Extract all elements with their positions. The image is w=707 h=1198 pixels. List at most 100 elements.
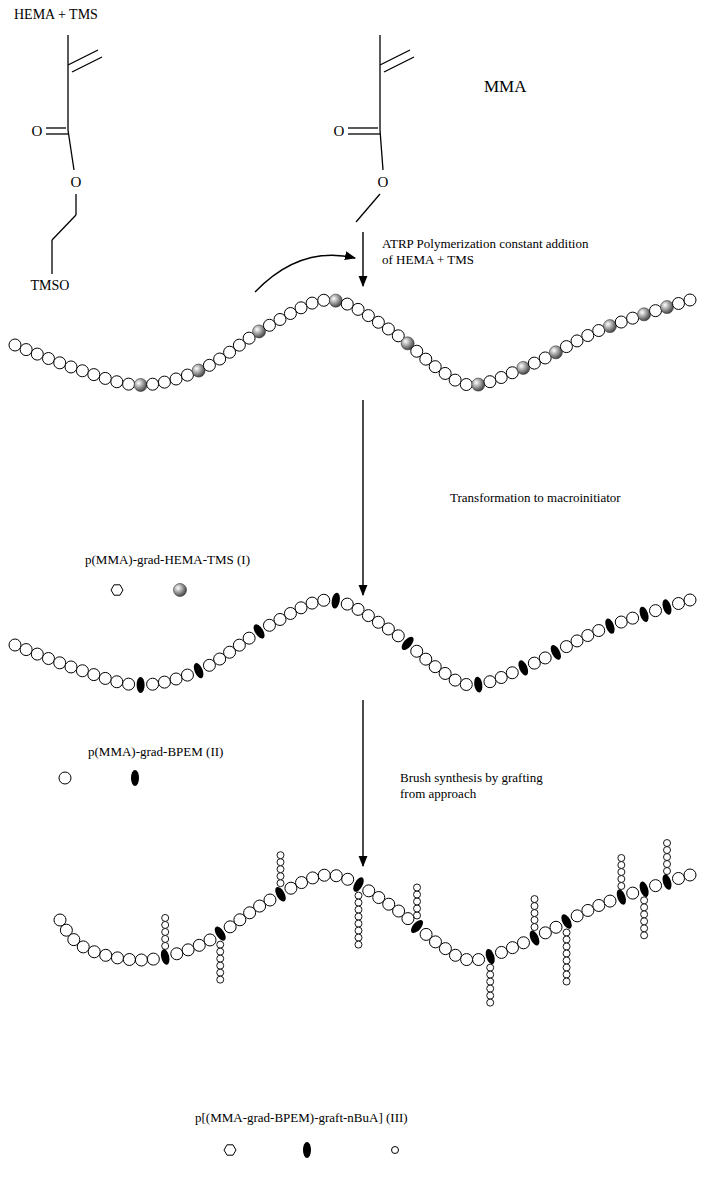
mma-unit bbox=[295, 302, 307, 314]
mma-unit bbox=[484, 676, 496, 688]
nbua-unit bbox=[563, 936, 570, 943]
mma-unit bbox=[582, 904, 594, 916]
nbua-unit bbox=[487, 999, 494, 1006]
mma-unit bbox=[54, 657, 66, 669]
bpem-unit bbox=[484, 948, 497, 966]
nbua-unit bbox=[664, 847, 671, 854]
hema-structure bbox=[46, 35, 102, 274]
mma-unit bbox=[392, 630, 404, 642]
mma-unit bbox=[560, 641, 572, 653]
mma-unit bbox=[672, 597, 684, 609]
nbua-unit bbox=[162, 928, 169, 935]
bpem-unit bbox=[615, 888, 628, 906]
nbua-unit bbox=[414, 905, 421, 912]
nbua-unit bbox=[217, 976, 224, 983]
bpem-unit bbox=[661, 598, 673, 616]
mma-unit bbox=[135, 954, 147, 966]
nbua-unit bbox=[277, 852, 284, 859]
atom-label: O bbox=[32, 122, 43, 141]
mma-unit bbox=[158, 376, 170, 388]
mma-unit bbox=[571, 335, 583, 347]
graft-side-chain bbox=[531, 896, 538, 931]
nbua-unit bbox=[618, 883, 625, 890]
nbua-unit bbox=[641, 904, 648, 911]
step-label: ATRP Polymerization constant addition of… bbox=[382, 236, 597, 269]
nbua-unit bbox=[641, 911, 648, 918]
mma-unit bbox=[295, 602, 307, 614]
mma-unit bbox=[318, 594, 330, 606]
graft-side-chain bbox=[414, 884, 421, 919]
nbua-unit bbox=[531, 917, 538, 924]
mma-unit bbox=[65, 661, 77, 673]
mma-unit bbox=[528, 357, 540, 369]
atom-label: O bbox=[378, 173, 389, 192]
nbua-unit bbox=[664, 868, 671, 875]
mma-unit bbox=[9, 639, 21, 651]
mma-unit bbox=[650, 305, 662, 317]
mma-unit bbox=[615, 316, 627, 328]
mma-unit bbox=[341, 598, 353, 610]
nbua-unit bbox=[487, 985, 494, 992]
mma-unit bbox=[123, 378, 135, 390]
mma-unit bbox=[517, 937, 529, 949]
mma-unit bbox=[684, 869, 696, 881]
mma-unit bbox=[460, 679, 472, 691]
nbua-unit bbox=[355, 906, 362, 913]
hema-tms-unit bbox=[329, 294, 342, 307]
nbua-unit bbox=[618, 869, 625, 876]
mma-unit bbox=[604, 895, 616, 907]
mma-unit bbox=[65, 361, 77, 373]
mma-unit bbox=[284, 307, 296, 319]
mma-unit bbox=[204, 934, 216, 946]
monomer-name: MMA bbox=[484, 76, 527, 97]
mma-unit bbox=[20, 644, 32, 656]
mma-unit bbox=[263, 319, 275, 331]
atom-label: O bbox=[71, 173, 82, 192]
mma-unit bbox=[650, 605, 662, 617]
mma-unit bbox=[111, 376, 123, 388]
mma-unit bbox=[147, 678, 159, 690]
nbua-unit bbox=[664, 840, 671, 847]
nbua-unit bbox=[563, 929, 570, 936]
step-label: Transformation to macroinitiator bbox=[450, 490, 621, 506]
nbua-unit bbox=[217, 969, 224, 976]
nbua-unit bbox=[355, 899, 362, 906]
mma-unit bbox=[76, 365, 88, 377]
mma-unit bbox=[550, 921, 562, 933]
mma-unit bbox=[31, 348, 43, 360]
polymer-chain bbox=[9, 592, 696, 693]
polymer-chains bbox=[9, 294, 696, 1006]
mma-unit bbox=[284, 607, 296, 619]
mma-unit bbox=[318, 869, 330, 881]
nbua-unit bbox=[641, 918, 648, 925]
nbua-unit bbox=[162, 914, 169, 921]
mma-unit bbox=[684, 594, 696, 606]
mma-structure bbox=[348, 35, 414, 222]
mma-unit bbox=[307, 872, 319, 884]
atom-label: TMSO bbox=[31, 277, 70, 295]
symbol-key-3 bbox=[224, 1142, 399, 1158]
nbua-unit bbox=[217, 941, 224, 948]
nbua-unit bbox=[355, 892, 362, 899]
mma-unit bbox=[615, 616, 627, 628]
mma-unit bbox=[170, 373, 182, 385]
reaction-arrows bbox=[255, 232, 363, 866]
bpem-unit bbox=[638, 606, 651, 624]
mma-unit bbox=[306, 597, 318, 609]
polymer-name: p[(MMA-grad-BPEM)-graft-nBuA] (III) bbox=[195, 1110, 408, 1126]
nbua-unit bbox=[414, 898, 421, 905]
bpem-unit bbox=[638, 880, 651, 898]
nbua-unit bbox=[162, 935, 169, 942]
mma-unit bbox=[506, 367, 518, 379]
mma-unit bbox=[627, 312, 639, 324]
mma-unit bbox=[342, 873, 354, 885]
graft-side-chain bbox=[563, 929, 570, 985]
mma-unit bbox=[181, 369, 193, 381]
nbua-unit bbox=[563, 950, 570, 957]
nbua-unit bbox=[355, 920, 362, 927]
mma-unit bbox=[672, 872, 684, 884]
bpem-unit bbox=[473, 676, 483, 693]
nbua-unit bbox=[563, 978, 570, 985]
